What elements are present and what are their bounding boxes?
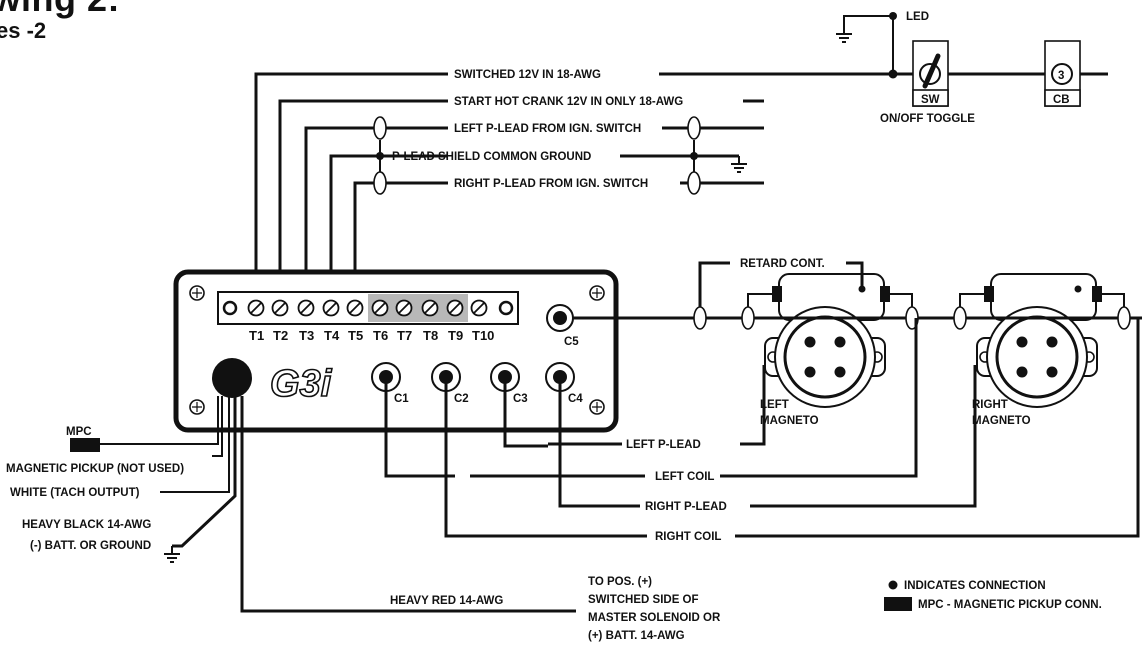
- terminal-label: T2: [273, 328, 288, 343]
- magneto-right-label-1: RIGHT: [972, 399, 1008, 411]
- wire-retard: RETARD CONT.: [573, 258, 1142, 330]
- tach-label: WHITE (TACH OUTPUT): [10, 487, 140, 499]
- led-ground-circuit: LED: [835, 11, 929, 74]
- connector-label: C4: [568, 393, 583, 405]
- terminal-screw-t1[interactable]: [247, 299, 265, 317]
- pos-label-2: SWITCHED SIDE OF: [588, 594, 699, 606]
- magneto-left-label-1: LEFT: [760, 399, 789, 411]
- cb-value: 3: [1058, 70, 1064, 82]
- page-title: awing 2:: [0, 0, 120, 20]
- terminal-screw-t7[interactable]: [395, 299, 413, 317]
- pos-label-1: TO POS. (+): [588, 576, 652, 588]
- terminal-label: T9: [448, 328, 463, 343]
- terminal-screw-t8[interactable]: [421, 299, 439, 317]
- led-label: LED: [906, 11, 929, 23]
- terminal-labels: T1 T2 T3 T4 T5 T6 T7 T8 T9 T10: [249, 328, 494, 343]
- terminal-screw-t3[interactable]: [297, 299, 315, 317]
- wire-plead-shield: P-LEAD SHIELD COMMON GROUND: [329, 140, 748, 292]
- terminal-label: T10: [472, 328, 494, 343]
- connector-label: C3: [513, 393, 528, 405]
- terminal-screw-t4[interactable]: [322, 299, 340, 317]
- mpc-label: MPC: [66, 426, 92, 438]
- connector-label: C1: [394, 393, 409, 405]
- black-label-1: HEAVY BLACK 14-AWG: [22, 519, 151, 531]
- connector-label: C2: [454, 393, 469, 405]
- terminal-screw-t9[interactable]: [446, 299, 464, 317]
- wire-switched-12v: SWITCHED 12V IN 18-AWG: [254, 69, 913, 292]
- pos-label-3: MASTER SOLENOID OR: [588, 612, 721, 624]
- wire-left-plead-ign: LEFT P-LEAD FROM IGN. SWITCH: [304, 116, 764, 292]
- terminal-screws[interactable]: [247, 299, 488, 317]
- wire-ground: HEAVY BLACK 14-AWG (-) BATT. OR GROUND: [22, 396, 237, 563]
- terminal-screw-t6[interactable]: [371, 299, 389, 317]
- terminal-screw-t10[interactable]: [470, 299, 488, 317]
- connection-dot: [690, 152, 698, 160]
- terminal-label: T3: [299, 328, 314, 343]
- sw-label: SW: [921, 94, 940, 106]
- terminal-label: T8: [423, 328, 438, 343]
- legend-mpc-swatch: [884, 597, 912, 611]
- terminal-label: T7: [397, 328, 412, 343]
- wire-right-plead-ign: RIGHT P-LEAD FROM IGN. SWITCH: [353, 171, 764, 292]
- wire-tach: WHITE (TACH OUTPUT): [10, 396, 230, 499]
- right-magneto[interactable]: RIGHT MAGNETO: [972, 273, 1102, 427]
- page-subtitle: es -2: [0, 18, 47, 43]
- ground-icon: [835, 25, 853, 43]
- terminal-screw-t5[interactable]: [346, 299, 364, 317]
- terminal-label: T4: [324, 328, 340, 343]
- wire-label-left-coil: LEFT COIL: [655, 471, 714, 483]
- terminal-label: T1: [249, 328, 264, 343]
- wire-label-retard: RETARD CONT.: [740, 258, 825, 270]
- wire-power: HEAVY RED 14-AWG TO POS. (+) SWITCHED SI…: [240, 396, 721, 642]
- red-label: HEAVY RED 14-AWG: [390, 595, 503, 607]
- wire-label-left-ign: LEFT P-LEAD FROM IGN. SWITCH: [454, 123, 641, 135]
- connection-dot: [376, 152, 384, 160]
- wire-right-coil: RIGHT COIL: [444, 318, 1140, 543]
- terminal-label: T6: [373, 328, 388, 343]
- wire-label-left-plead: LEFT P-LEAD: [626, 439, 701, 451]
- wire-left-coil: LEFT COIL: [384, 318, 918, 483]
- wire-label-shield: P-LEAD SHIELD COMMON GROUND: [392, 151, 591, 163]
- terminal-screw-t2[interactable]: [271, 299, 289, 317]
- wire-start-hot-crank: START HOT CRANK 12V IN ONLY 18-AWG: [278, 96, 764, 292]
- on-off-toggle-switch[interactable]: SW ON/OFF TOGGLE: [880, 40, 975, 125]
- ground-icon: [163, 545, 181, 563]
- mag-pickup-label: MAGNETIC PICKUP (NOT USED): [6, 463, 184, 475]
- circuit-breaker[interactable]: 3 CB: [1044, 40, 1081, 107]
- terminal-label: T5: [348, 328, 363, 343]
- connection-dot: [888, 69, 898, 79]
- connector-label-c5: C5: [564, 336, 579, 348]
- wire-label-right-coil: RIGHT COIL: [655, 531, 721, 543]
- mpc-grommet: [212, 358, 252, 398]
- magneto-right-label-2: MAGNETO: [972, 415, 1031, 427]
- wire-label-right-plead: RIGHT P-LEAD: [645, 501, 727, 513]
- wire-label-start: START HOT CRANK 12V IN ONLY 18-AWG: [454, 96, 683, 108]
- legend-mpc: MPC - MAGNETIC PICKUP CONN.: [918, 599, 1102, 611]
- wire-mpc: MPC MAGNETIC PICKUP (NOT USED): [6, 396, 223, 475]
- g3i-module: T1 T2 T3 T4 T5 T6 T7 T8 T9 T10 G3i C5 C1 C2 C3 C4: [173, 269, 619, 433]
- magneto-left-label-2: MAGNETO: [760, 415, 819, 427]
- black-label-2: (-) BATT. OR GROUND: [30, 540, 151, 552]
- pos-label-4: (+) BATT. 14-AWG: [588, 630, 685, 642]
- left-magneto[interactable]: LEFT MAGNETO: [760, 273, 890, 427]
- wire-right-plead: RIGHT P-LEAD: [558, 365, 977, 513]
- g3i-logo: G3i: [270, 363, 333, 405]
- ground-icon: [730, 155, 748, 173]
- legend-connection: INDICATES CONNECTION: [904, 580, 1046, 592]
- wire-label-switched: SWITCHED 12V IN 18-AWG: [454, 69, 601, 81]
- cb-label: CB: [1053, 94, 1070, 106]
- wire-label-right-ign: RIGHT P-LEAD FROM IGN. SWITCH: [454, 178, 648, 190]
- mpc-connector[interactable]: [70, 438, 100, 452]
- toggle-label: ON/OFF TOGGLE: [880, 113, 975, 125]
- legend: INDICATES CONNECTION MPC - MAGNETIC PICK…: [884, 580, 1102, 611]
- legend-dot-icon: [888, 580, 898, 590]
